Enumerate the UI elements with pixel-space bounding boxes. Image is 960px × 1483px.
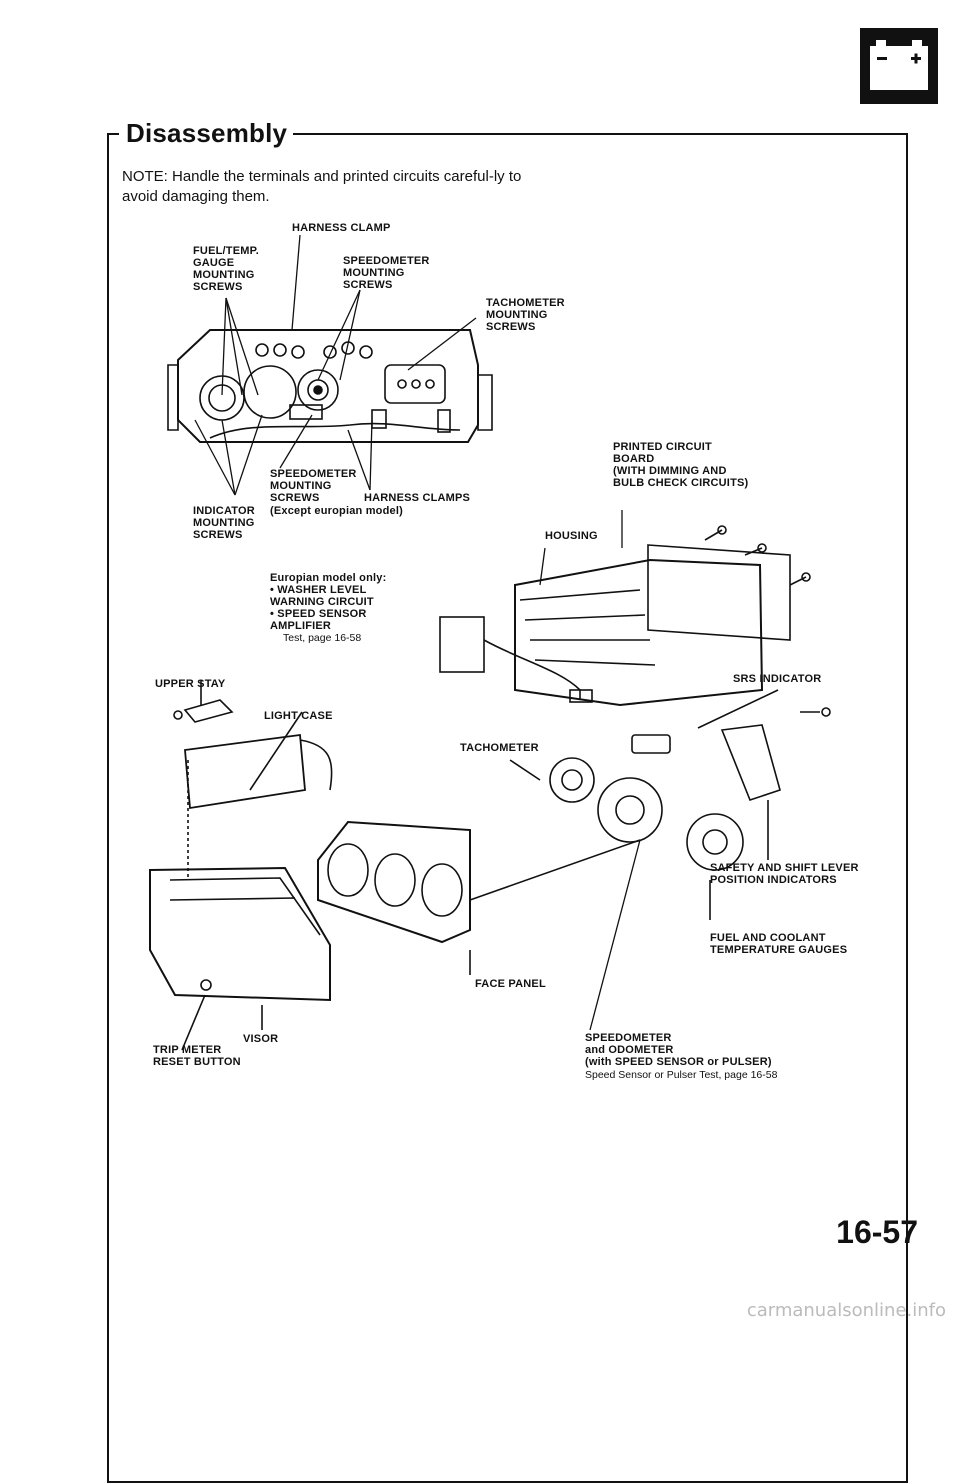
label-fuel-coolant-gauges: FUEL and COOLANT TEMPERATURE GAUGES: [710, 932, 848, 956]
visor-drawing: [149, 760, 331, 1051]
label-europian-model-only: Europian model only: • WASHER LEVEL WARN…: [270, 572, 387, 632]
watermark: carmanualsonline.info: [746, 1300, 946, 1321]
section-title: Disassembly: [120, 118, 294, 149]
page-number: 16-57: [836, 1214, 918, 1250]
meters-drawing: [509, 757, 769, 920]
label-tachometer: TACHOMETER: [460, 742, 539, 754]
label-visor: VISOR: [243, 1033, 279, 1045]
handling-note: NOTE: Handle the terminals and printed c…: [122, 168, 522, 205]
face-panel-drawing: [317, 820, 641, 975]
label-printed-circuit-board: PRINTED CIRCUIT BOARD (with DIMMING and …: [613, 441, 749, 489]
label-trip-meter-reset-button: TRIP METER RESET BUTTON: [153, 1044, 241, 1068]
label-speedometer-mounting-screws-bottom: SPEEDOMETER MOUNTING SCREWS: [270, 468, 357, 504]
label-speed-sensor-test-page: Speed Sensor or Pulser Test, page 16-58: [585, 1069, 778, 1081]
label-face-panel: FACE PANEL: [475, 978, 546, 990]
label-indicator-mounting-screws: INDICATOR MOUNTING SCREWS: [193, 505, 255, 541]
gauge-assembly-drawing: [167, 329, 493, 443]
label-speedometer-odometer: SPEEDOMETER and ODOMETER (with SPEED SEN…: [585, 1032, 772, 1068]
label-upper-stay: UPPER STAY: [155, 678, 226, 690]
label-fuel-temp-gauge-screws: FUEL/TEMP. GAUGE MOUNTING SCREWS: [193, 245, 259, 293]
label-europian-test-page: Test, page 16-58: [283, 632, 362, 644]
label-harness-clamps: HARNESS CLAMPS: [364, 492, 471, 504]
label-tachometer-mounting-screws: TACHOMETER MOUNTING SCREWS: [486, 297, 565, 333]
light-case-drawing: [173, 680, 333, 810]
label-safety-shift-lever-indicators: SAFETY and SHIFT LEVER POSITION INDICATO…: [710, 862, 859, 886]
label-speedometer-mounting-screws-top: SPEEDOMETER MOUNTING SCREWS: [343, 255, 430, 291]
battery-icon: [860, 28, 938, 104]
label-light-case: LIGHT CASE: [264, 710, 333, 722]
housing-drawing: [439, 525, 811, 707]
label-except-europian-model: (Except europian model): [270, 505, 403, 517]
instrument-cluster-diagram: [149, 234, 831, 1051]
label-housing: HOUSING: [545, 530, 598, 542]
label-harness-clamp: HARNESS CLAMP: [292, 222, 391, 234]
label-srs-indicator: SRS INDICATOR: [733, 673, 822, 685]
